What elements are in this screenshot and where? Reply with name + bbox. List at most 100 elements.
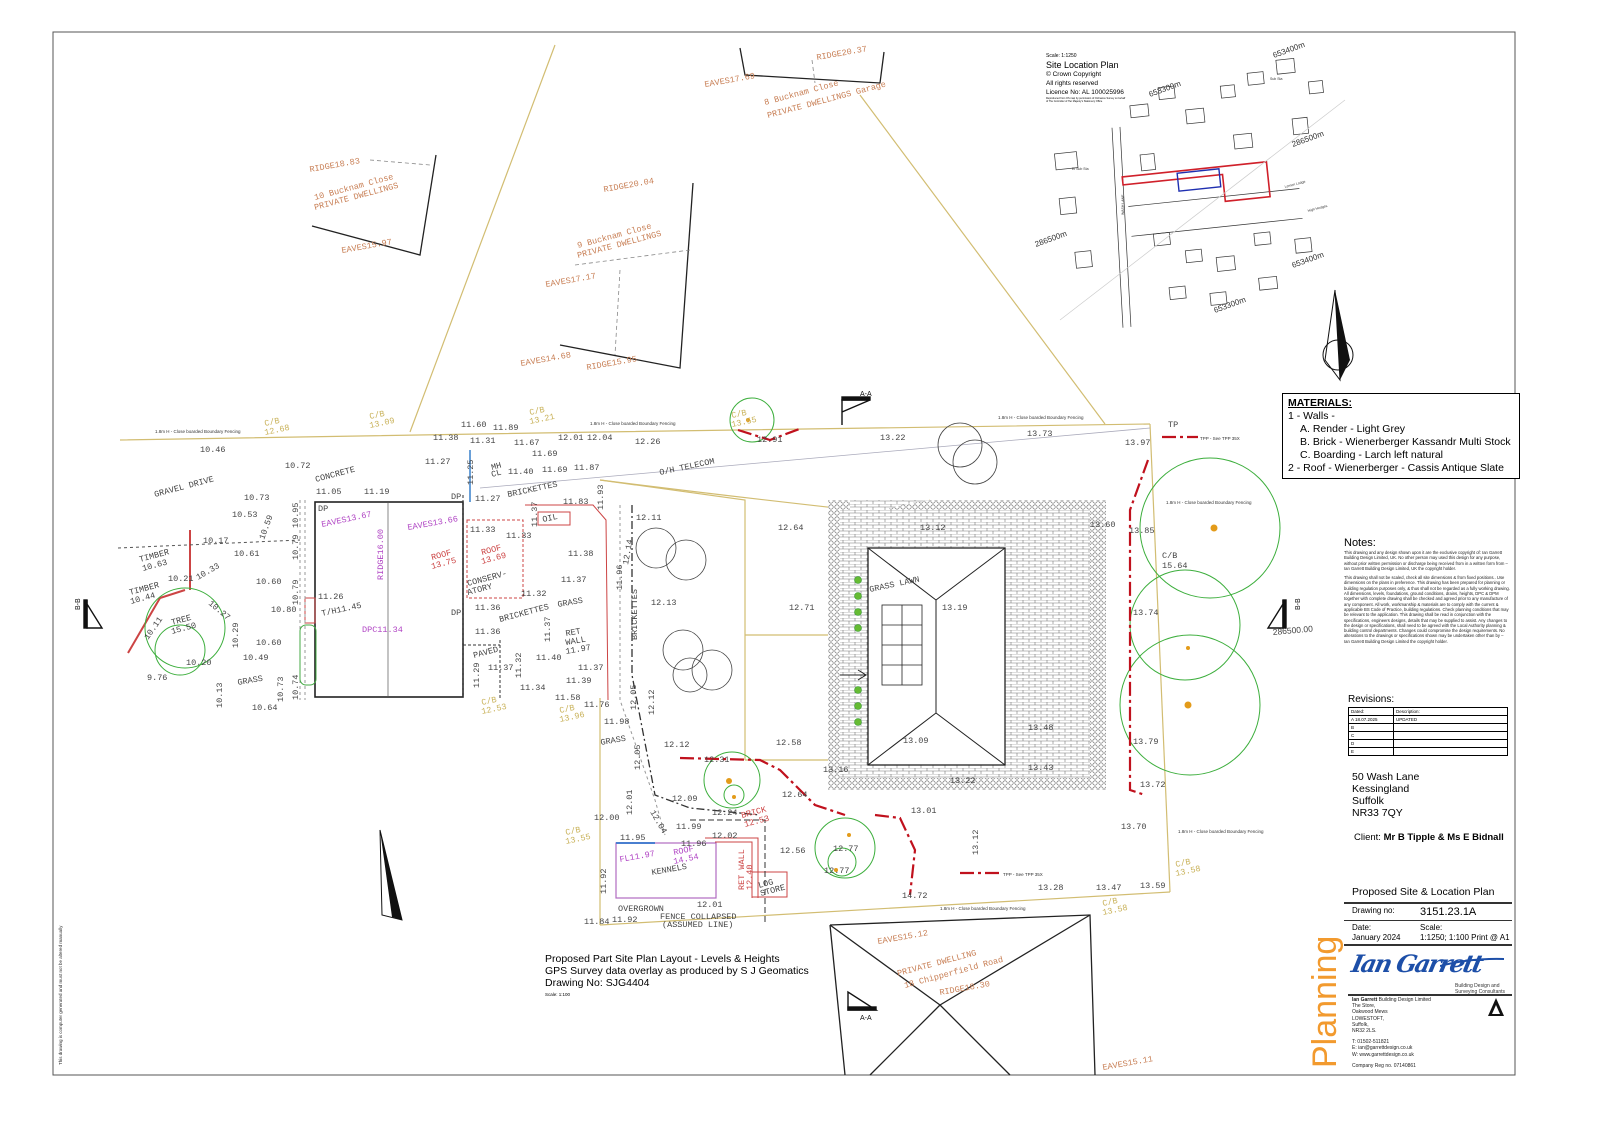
spot-level: 10.73	[276, 676, 286, 702]
spot-level: 11.38	[433, 433, 459, 443]
section-marker-label: A-A	[860, 391, 872, 398]
revisions-title: Revisions:	[1348, 694, 1395, 705]
spot-level: 11.37	[561, 575, 587, 585]
side-note: This drawing is computer generated and m…	[58, 925, 63, 1065]
spot-level: 11.27	[475, 494, 501, 504]
caption-line-2: GPS Survey data overlay as produced by S…	[545, 965, 809, 977]
spot-level: 11.32	[521, 589, 547, 599]
telecom-line	[479, 427, 1151, 489]
spot-level: 12.58	[776, 738, 802, 748]
spot-level: 13.73	[1027, 429, 1053, 439]
licence-number: Licence No: AL 100025996	[1046, 89, 1124, 96]
spot-level: 10.46	[200, 445, 226, 455]
spot-level: 12.01	[558, 433, 584, 443]
revisions: Revisions: Dated:Description: A 18.07.20…	[1348, 694, 1508, 756]
company-address-line: LOWESTOFT,	[1352, 1015, 1384, 1022]
spot-level: 10.79	[291, 534, 301, 560]
materials-title: MATERIALS:	[1288, 397, 1352, 409]
scale-label: Scale:	[1420, 923, 1443, 932]
spot-level: 12.14	[621, 539, 635, 566]
spot-level: 11.36	[475, 627, 501, 637]
site-label: TP	[1168, 420, 1178, 430]
company-address-line: Suffolk,	[1352, 1021, 1369, 1028]
ridge-height: RIDGE15.95	[586, 354, 638, 373]
spot-level: 12.01	[697, 900, 723, 910]
site-label: OIL	[542, 512, 559, 525]
spot-level: 10.79	[291, 579, 301, 605]
spot-level: 13.12	[920, 523, 946, 533]
spot-level: 11.84	[584, 917, 610, 927]
map-label: Lemon Lodge	[1284, 180, 1306, 189]
spot-level: 13.72	[1140, 780, 1166, 790]
site-label: DP	[451, 608, 461, 618]
spot-level: 13.74	[1133, 608, 1159, 618]
tree-trunks	[726, 418, 1218, 872]
spot-level: 11.40	[508, 467, 534, 477]
site-label: LOG	[757, 877, 774, 891]
spot-level: 12.01	[625, 789, 635, 815]
spot-level: 11.92	[612, 915, 638, 925]
site-label: PAVED	[472, 645, 499, 661]
section-marker-icons	[83, 396, 1287, 1011]
existing-house	[117, 450, 609, 701]
fence-label: 1.8m H - Close boarded Boundary Fencing	[940, 906, 1026, 911]
spot-level: 11.69	[542, 465, 568, 475]
spot-level: 13.22	[880, 433, 906, 443]
accreditation-logo-icon	[1488, 998, 1504, 1016]
spot-level: 11.93	[596, 484, 606, 510]
spot-level: 9.76	[147, 673, 167, 683]
spot-level: 11.95	[620, 833, 646, 843]
spot-level: 10.64	[252, 703, 278, 713]
notes-paragraph: This drawing shall not be scaled, check …	[1344, 575, 1510, 644]
spot-level: 11.76	[584, 700, 610, 710]
spot-level: 13.01	[911, 806, 937, 816]
map-label: High Hedges	[1307, 204, 1328, 213]
map-label: Sub Sta	[1270, 77, 1283, 81]
spot-level: 11.33	[470, 525, 496, 535]
fence-label: 1.8m H - Close boarded Boundary Fencing	[155, 429, 241, 434]
spot-level: 10.29	[231, 622, 241, 648]
spot-level: 10.17	[203, 536, 229, 546]
spot-level: 11.19	[364, 487, 390, 497]
address-line: 50 Wash Lane	[1352, 771, 1420, 783]
spot-level: 11.27	[425, 457, 451, 467]
site-label: DPC11.34	[362, 625, 403, 635]
rev-header: Description:	[1393, 707, 1508, 716]
materials-box: MATERIALS: 1 - Walls - A. Render - Light…	[1282, 393, 1520, 479]
spot-level: 11.69	[532, 449, 558, 459]
company-email[interactable]: E: ian@garrettdesign.co.uk	[1352, 1045, 1413, 1052]
logo-swoosh	[1440, 957, 1505, 967]
site-label: DP	[318, 504, 328, 514]
spot-level: 11.39	[566, 676, 592, 686]
spot-level: 11.33	[506, 531, 532, 541]
spot-level: 11.37	[578, 663, 604, 673]
spot-level: 13.79	[1133, 737, 1159, 747]
spot-level: 10.33	[195, 561, 222, 582]
spot-level: 12.04	[587, 433, 613, 443]
tpp-label: TPP - See TPP 35X	[1200, 436, 1240, 441]
cb-marker: C/B	[731, 408, 748, 421]
company-website[interactable]: W: www.garrettdesign.co.uk	[1352, 1051, 1414, 1058]
grid-label: 653300m	[1213, 295, 1248, 315]
eaves-height: EAVES17.69	[704, 71, 756, 90]
spot-level: 12.64	[778, 523, 804, 533]
site-label: GRASS	[600, 734, 627, 748]
site-label: MH	[490, 461, 502, 473]
cb-marker: C/B	[369, 409, 386, 422]
site-label: 15.64	[1162, 561, 1188, 571]
spot-level: 11.26	[318, 592, 344, 602]
client: Client: Mr B Tipple & Ms E Bidnall	[1354, 832, 1504, 843]
spot-level: 10.13	[215, 682, 225, 708]
site-label: GRASS	[237, 674, 264, 688]
site-label: EAVES13.67	[321, 510, 373, 530]
materials-roof: 2 - Roof - Wienerberger - Cassis Antique…	[1288, 462, 1504, 474]
spot-level: 12.13	[651, 598, 677, 608]
location-plan-header: Scale: 1:1250 Site Location Plan © Crown…	[1046, 52, 1126, 103]
spot-level: 13.97	[1125, 438, 1151, 448]
spot-level: 12.56	[780, 846, 806, 856]
spot-level: 12.12	[664, 740, 690, 750]
spot-level: 11.37	[543, 616, 553, 642]
brickettes-path	[631, 505, 761, 816]
caption-line-3: Drawing No: SJG4404	[545, 977, 650, 989]
site-label: C/B	[1162, 551, 1177, 561]
